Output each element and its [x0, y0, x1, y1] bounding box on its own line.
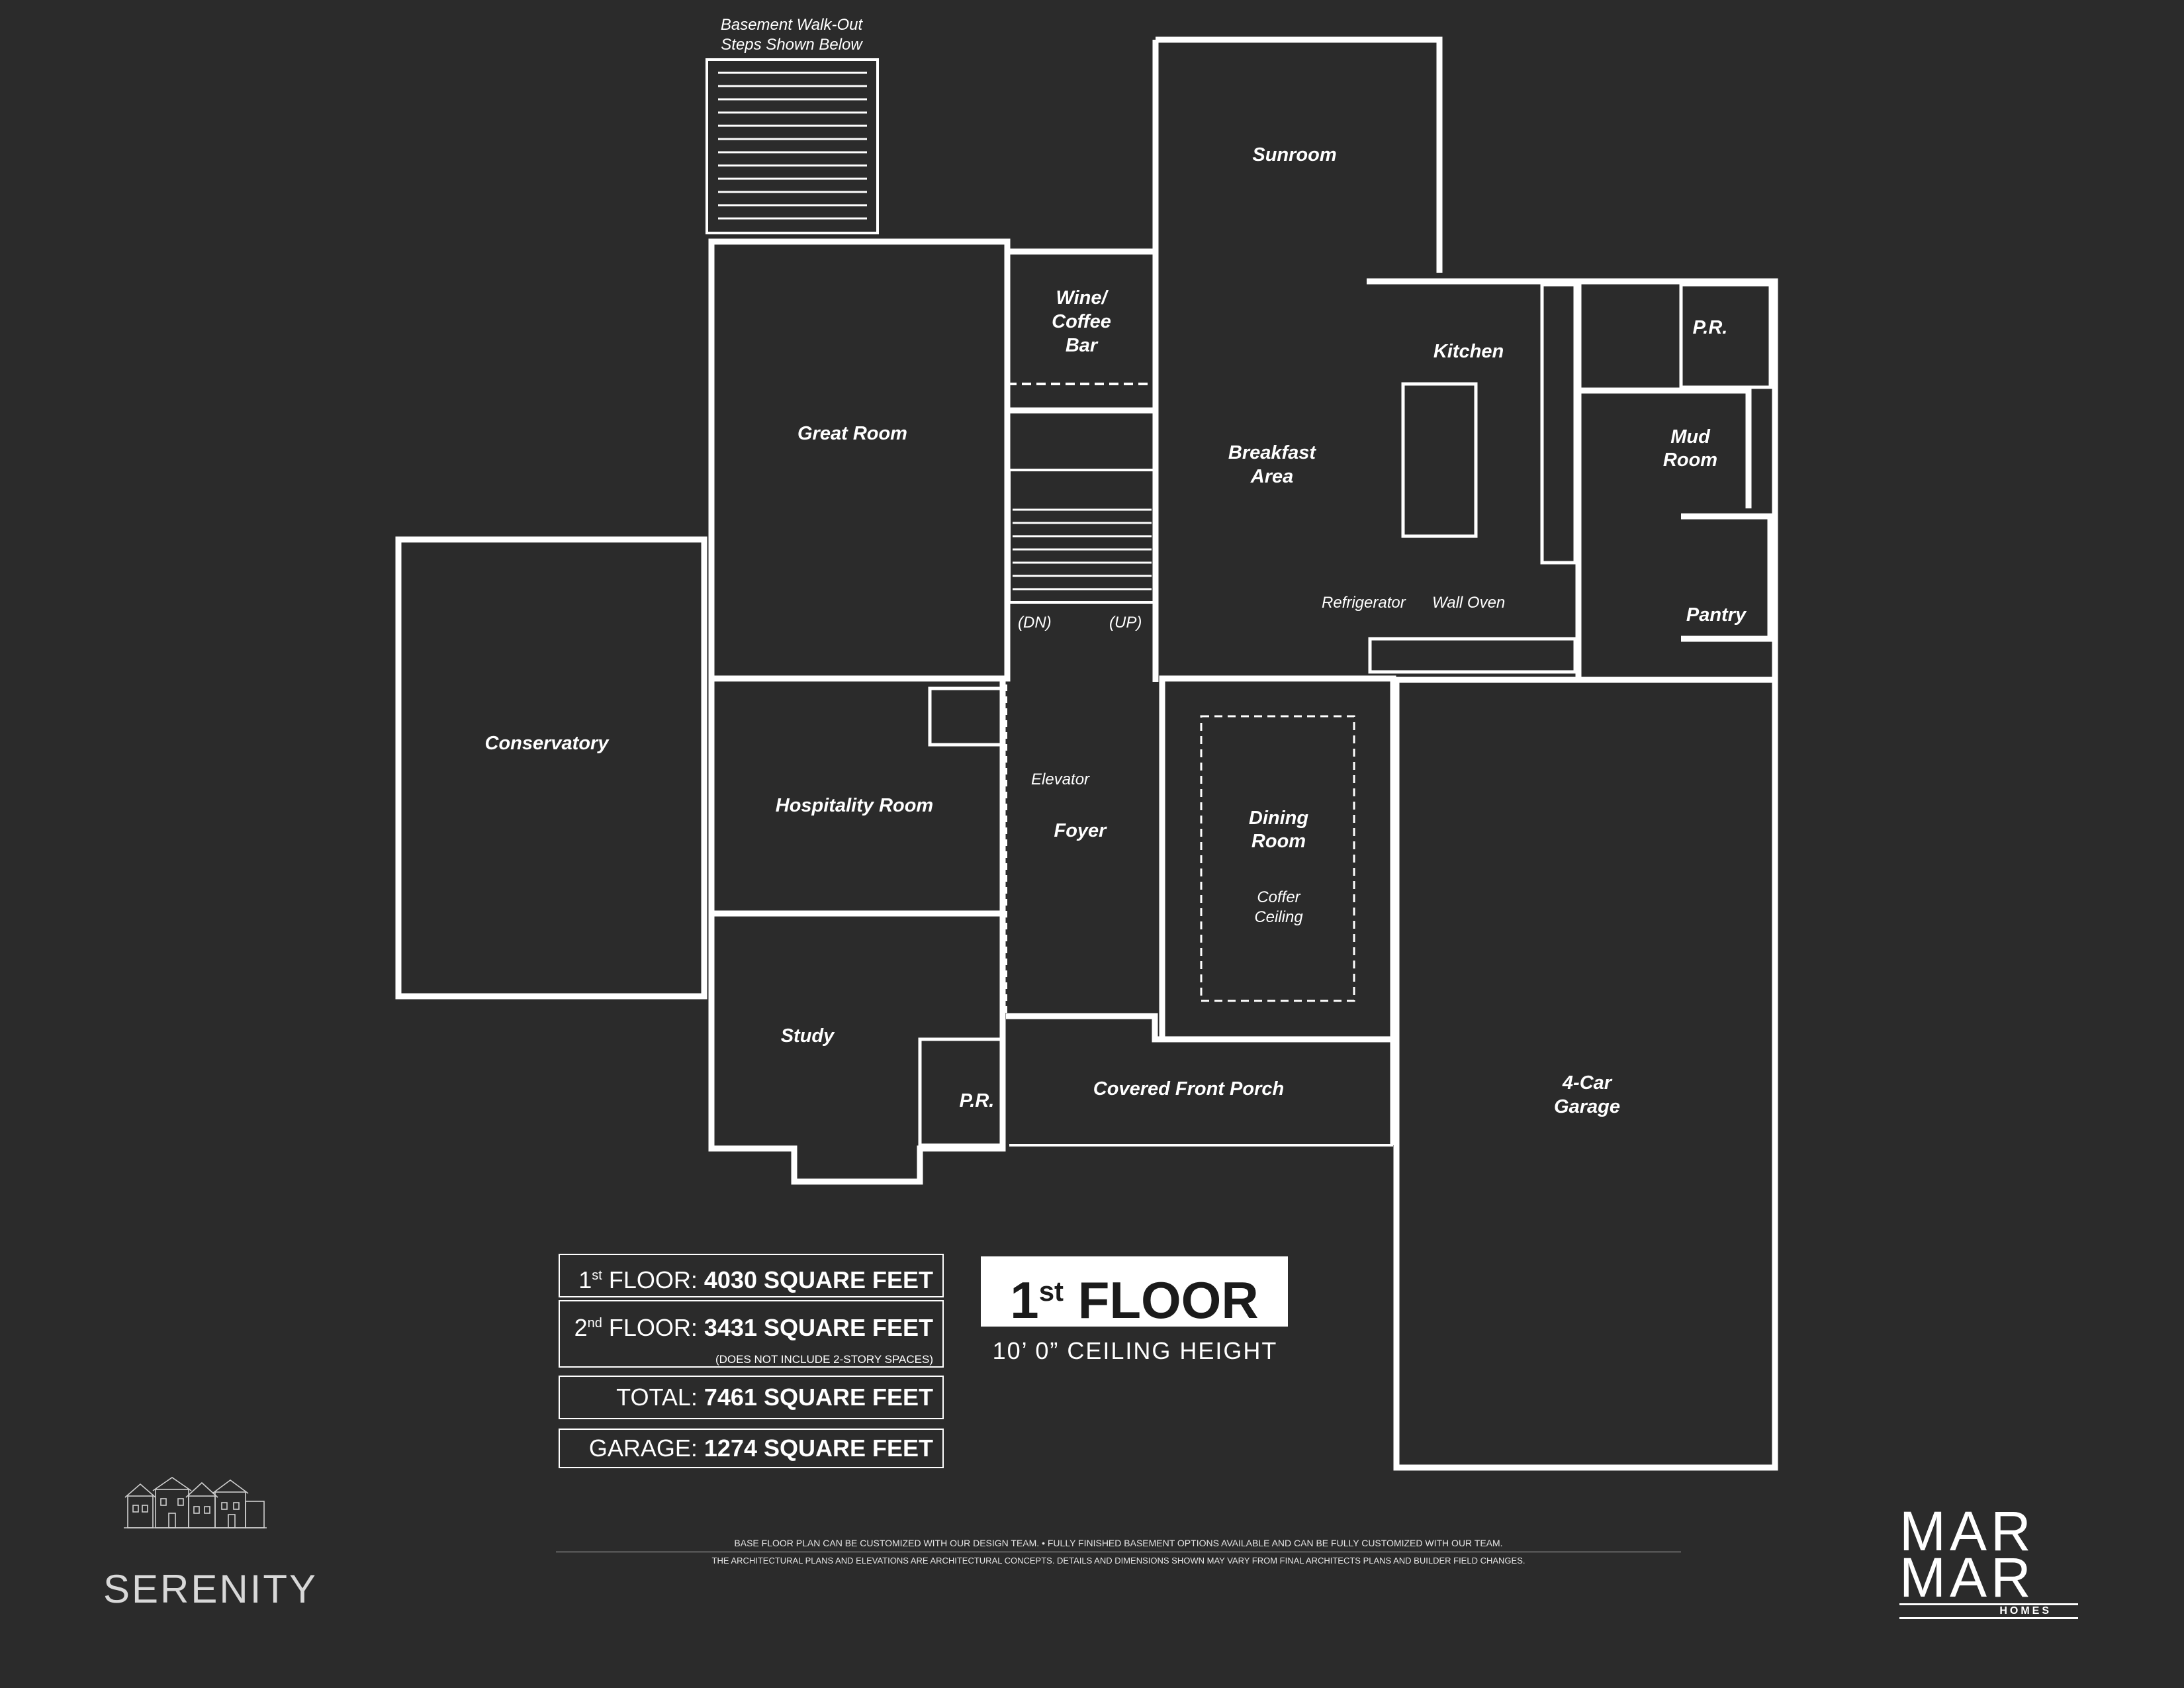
label-porch: Covered Front Porch	[1093, 1078, 1284, 1100]
label-coffer-2: Ceiling	[1254, 908, 1303, 926]
sqft-second-num: 2	[574, 1314, 588, 1341]
floor-title-sup: st	[1038, 1276, 1064, 1307]
sqft-first-sup: st	[592, 1268, 602, 1283]
sqft-second-note: (DOES NOT INCLUDE 2-STORY SPACES)	[715, 1353, 933, 1366]
label-wine-1: Wine/	[1056, 287, 1109, 308]
study-walls	[708, 914, 1006, 1185]
powder-room-upper	[1679, 283, 1772, 389]
sqft-first-floor: 1st FLOOR: 4030 SQUARE FEET	[559, 1254, 944, 1297]
sqft-second-value: 3431 SQUARE FEET	[704, 1314, 933, 1341]
label-hospitality: Hospitality Room	[776, 795, 933, 816]
label-wine-2: Coffee	[1052, 311, 1111, 332]
logo-line-1: MAR	[1899, 1500, 2035, 1562]
conservatory-walls	[395, 536, 707, 1000]
sqft-garage-value: 1274 SQUARE FEET	[704, 1434, 933, 1462]
sqft-garage: GARAGE: 1274 SQUARE FEET	[559, 1429, 944, 1468]
sunroom-walls	[1156, 36, 1443, 273]
sqft-total-value: 7461 SQUARE FEET	[704, 1383, 933, 1411]
sqft-second-label: FLOOR:	[602, 1314, 704, 1341]
label-garage-2: Garage	[1554, 1096, 1620, 1117]
mudroom-walls	[1578, 387, 1752, 508]
kitchen-top-wall	[1367, 278, 1778, 680]
sqft-first-num: 1	[578, 1266, 592, 1293]
note-elevator: Elevator	[1031, 771, 1090, 788]
note-stair-dn: (DN)	[1018, 614, 1052, 632]
sqft-garage-label: GARAGE:	[588, 1434, 704, 1462]
kitchen-counter-south	[1368, 637, 1577, 674]
hospitality-walls	[708, 675, 1006, 917]
great-room-walls	[708, 238, 1011, 682]
house-elevation-icon	[124, 1477, 267, 1528]
kitchen-island	[1401, 382, 1478, 538]
pantry-walls	[1681, 513, 1774, 642]
dining-walls	[1159, 675, 1396, 1043]
label-foyer: Foyer	[1054, 820, 1108, 841]
label-wine-3: Bar	[1066, 335, 1099, 356]
label-pr-lower: P.R.	[960, 1090, 995, 1111]
note-walkout-2: Steps Shown Below	[721, 36, 863, 54]
disclaimer-line-2: THE ARCHITECTURAL PLANS AND ELEVATIONS A…	[711, 1556, 1525, 1566]
ceiling-height: 10’ 0” CEILING HEIGHT	[992, 1337, 1278, 1364]
label-sunroom: Sunroom	[1252, 144, 1336, 165]
sqft-first-value: 4030 SQUARE FEET	[704, 1266, 933, 1293]
marmar-homes-logo: MAR MAR HOMES	[1899, 1500, 2078, 1619]
label-pantry: Pantry	[1686, 604, 1747, 626]
label-mud-2: Room	[1663, 449, 1717, 471]
disclaimer-line-1: BASE FLOOR PLAN CAN BE CUSTOMIZED WITH O…	[556, 1534, 1681, 1552]
label-mud-1: Mud	[1670, 426, 1711, 447]
label-breakfast-2: Area	[1250, 466, 1294, 487]
floor-title-text: FLOOR	[1064, 1271, 1259, 1329]
note-wall-oven: Wall Oven	[1432, 594, 1505, 612]
note-stair-up: (UP)	[1109, 614, 1142, 632]
walkout-steps	[705, 58, 879, 234]
coffer-ceiling	[1200, 715, 1355, 1002]
disclaimer: BASE FLOOR PLAN CAN BE CUSTOMIZED WITH O…	[556, 1534, 1681, 1570]
label-study: Study	[781, 1025, 835, 1047]
label-dining-1: Dining	[1249, 808, 1308, 829]
note-walkout-1: Basement Walk-Out	[721, 16, 864, 34]
floor-title-num: 1	[1010, 1271, 1039, 1329]
kitchen-counter-east	[1540, 283, 1577, 565]
label-kitchen: Kitchen	[1433, 341, 1504, 362]
elevator-shaft	[928, 686, 1005, 747]
floor-title: 1st FLOOR	[981, 1256, 1288, 1329]
logo-line-2: MAR	[1899, 1546, 2035, 1609]
sqft-first-label: FLOOR:	[602, 1266, 704, 1293]
stair-outline	[1008, 469, 1156, 604]
porch-walls	[1006, 1013, 1396, 1145]
logo-line-3: HOMES	[1899, 1603, 2078, 1619]
label-garage-1: 4-Car	[1562, 1072, 1613, 1094]
powder-room-lower	[918, 1037, 1005, 1147]
sqft-total-label: TOTAL:	[616, 1383, 704, 1411]
sqft-total: TOTAL: 7461 SQUARE FEET	[559, 1376, 944, 1419]
label-breakfast-1: Breakfast	[1228, 442, 1317, 463]
note-refrigerator: Refrigerator	[1322, 594, 1406, 612]
label-conservatory: Conservatory	[485, 733, 610, 754]
step-lines	[718, 71, 1152, 590]
label-great-room: Great Room	[797, 423, 907, 444]
sqft-second-sup: nd	[587, 1316, 602, 1331]
house-name: SERENITY	[103, 1567, 318, 1611]
label-pr-upper: P.R.	[1693, 317, 1728, 338]
label-coffer-1: Coffer	[1257, 888, 1300, 906]
sqft-second-floor: 2nd FLOOR: 3431 SQUARE FEET (DOES NOT IN…	[559, 1300, 944, 1368]
garage-walls	[1393, 677, 1778, 1471]
label-dining-2: Room	[1251, 831, 1306, 852]
